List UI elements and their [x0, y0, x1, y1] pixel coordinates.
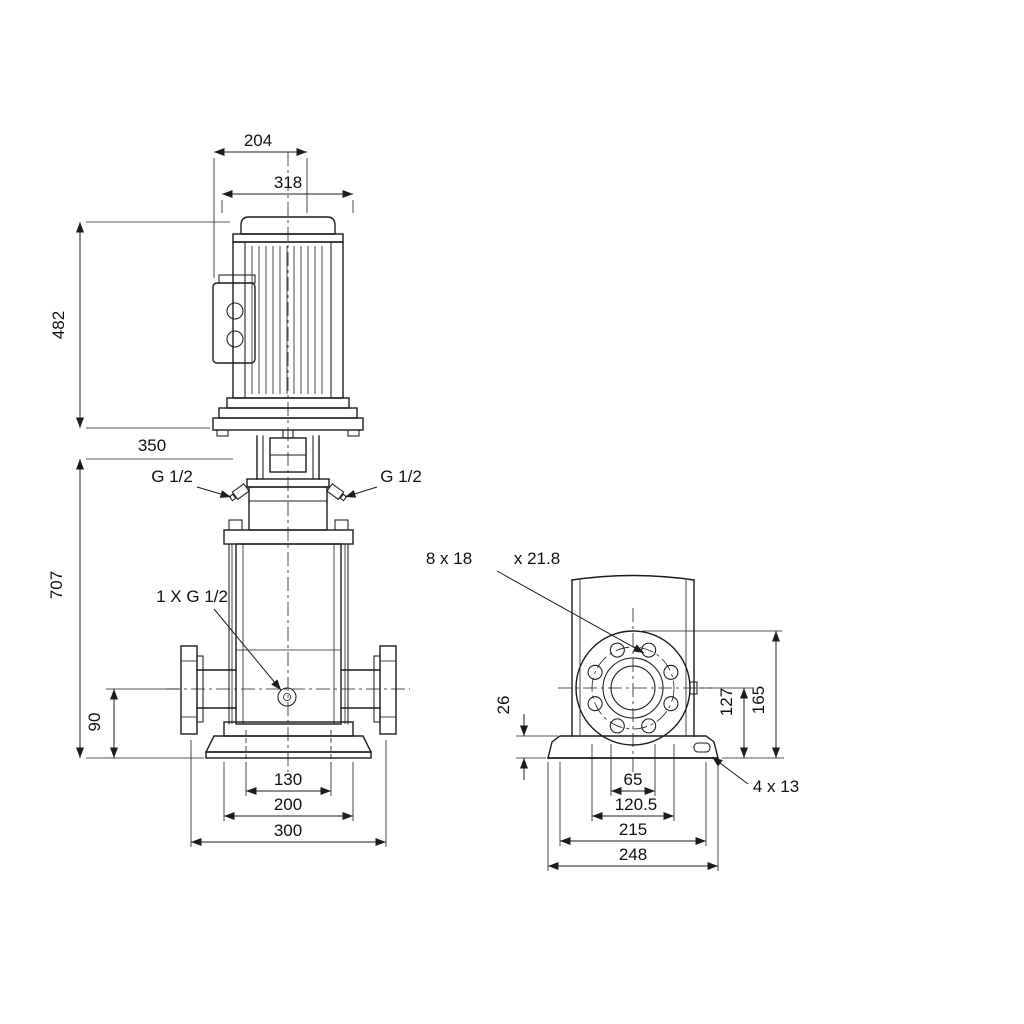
dim-120-5-label: 120.5 — [615, 795, 658, 814]
front-view: 204 318 482 350 707 90 — [47, 131, 422, 847]
dim-300: 300 — [190, 740, 387, 847]
dim-127-label: 127 — [717, 688, 736, 716]
drain-plug-label: 1 X G 1/2 — [156, 587, 228, 606]
dim-165-label: 165 — [749, 686, 768, 714]
dim-482: 482 — [49, 221, 230, 429]
dim-318: 318 — [221, 173, 354, 213]
motor — [212, 216, 364, 437]
cable-entry-hole — [226, 330, 244, 348]
slot-spec-label: 4 x 13 — [753, 777, 799, 796]
dim-120-5: 120.5 — [591, 744, 675, 821]
dim-215-label: 215 — [619, 820, 647, 839]
port-flange-face — [575, 630, 698, 746]
dim-350-label: 350 — [138, 436, 166, 455]
bolt-hole — [587, 664, 603, 680]
dim-26-label: 26 — [494, 696, 513, 715]
cable-entry-hole — [226, 302, 244, 320]
dim-90: 90 — [85, 688, 179, 758]
bolt-spec-label: 8 x 18 — [426, 549, 472, 568]
dim-165: 165 — [642, 630, 782, 758]
dim-248: 248 — [547, 762, 719, 871]
dim-248-label: 248 — [619, 845, 647, 864]
bolt-hole — [609, 718, 625, 734]
motor-stool — [246, 429, 330, 488]
terminal-box — [212, 274, 256, 364]
raised-face-circle — [602, 657, 664, 719]
bolt-hole — [641, 718, 657, 734]
pump-body-side — [571, 574, 695, 737]
bolt-hole — [663, 696, 679, 712]
bolt-hole — [663, 664, 679, 680]
label-plug-right: G 1/2 — [344, 467, 422, 498]
label-drain-plug: 1 X G 1/2 — [156, 587, 282, 691]
priming-plug-right — [326, 483, 348, 502]
plug-left-label: G 1/2 — [151, 467, 193, 486]
label-plug-left: G 1/2 — [151, 467, 232, 498]
bolt-depth-label: x 21.8 — [514, 549, 560, 568]
dim-26: 26 — [494, 696, 558, 780]
dim-482-label: 482 — [49, 311, 68, 339]
dim-127: 127 — [698, 687, 784, 759]
suction-flange — [180, 645, 237, 735]
dim-300-label: 300 — [274, 821, 302, 840]
dim-204: 204 — [213, 131, 308, 278]
label-bolt-spec: 8 x 18 x 21.8 — [426, 549, 645, 654]
bolt-hole — [587, 696, 603, 712]
chamber-stack — [228, 543, 349, 725]
dim-707: 707 — [47, 459, 204, 759]
dim-318-label: 318 — [274, 173, 302, 192]
bore-circle — [610, 665, 656, 711]
base-slot — [693, 742, 711, 753]
dim-350: 350 — [86, 436, 233, 460]
dim-130: 130 — [245, 762, 332, 796]
priming-plug-left — [228, 483, 250, 502]
staybolt-nut — [228, 519, 243, 531]
fan-cover — [240, 216, 336, 235]
gauge-tap — [689, 681, 698, 695]
dim-707-label: 707 — [47, 571, 66, 599]
base-plate-front — [204, 721, 373, 764]
dim-215: 215 — [559, 762, 707, 846]
dim-200: 200 — [223, 762, 354, 821]
cooling-fins — [251, 246, 323, 394]
staybolt-nut — [334, 519, 349, 531]
drain-plug — [277, 687, 297, 707]
plug-right-label: G 1/2 — [380, 467, 422, 486]
dim-200-label: 200 — [274, 795, 302, 814]
dim-130-label: 130 — [274, 770, 302, 789]
side-view: 8 x 18 x 21.8 26 127 165 — [426, 549, 799, 871]
bolt-hole — [609, 642, 625, 658]
head-flange — [223, 529, 354, 545]
bolt-circle — [591, 646, 675, 730]
pump-head — [223, 483, 354, 545]
dim-65-label: 65 — [624, 770, 643, 789]
dim-90-label: 90 — [85, 713, 104, 732]
discharge-flange — [340, 645, 397, 735]
dim-65: 65 — [610, 744, 656, 796]
label-slot-spec: 4 x 13 — [711, 756, 799, 796]
dim-204-label: 204 — [244, 131, 272, 150]
